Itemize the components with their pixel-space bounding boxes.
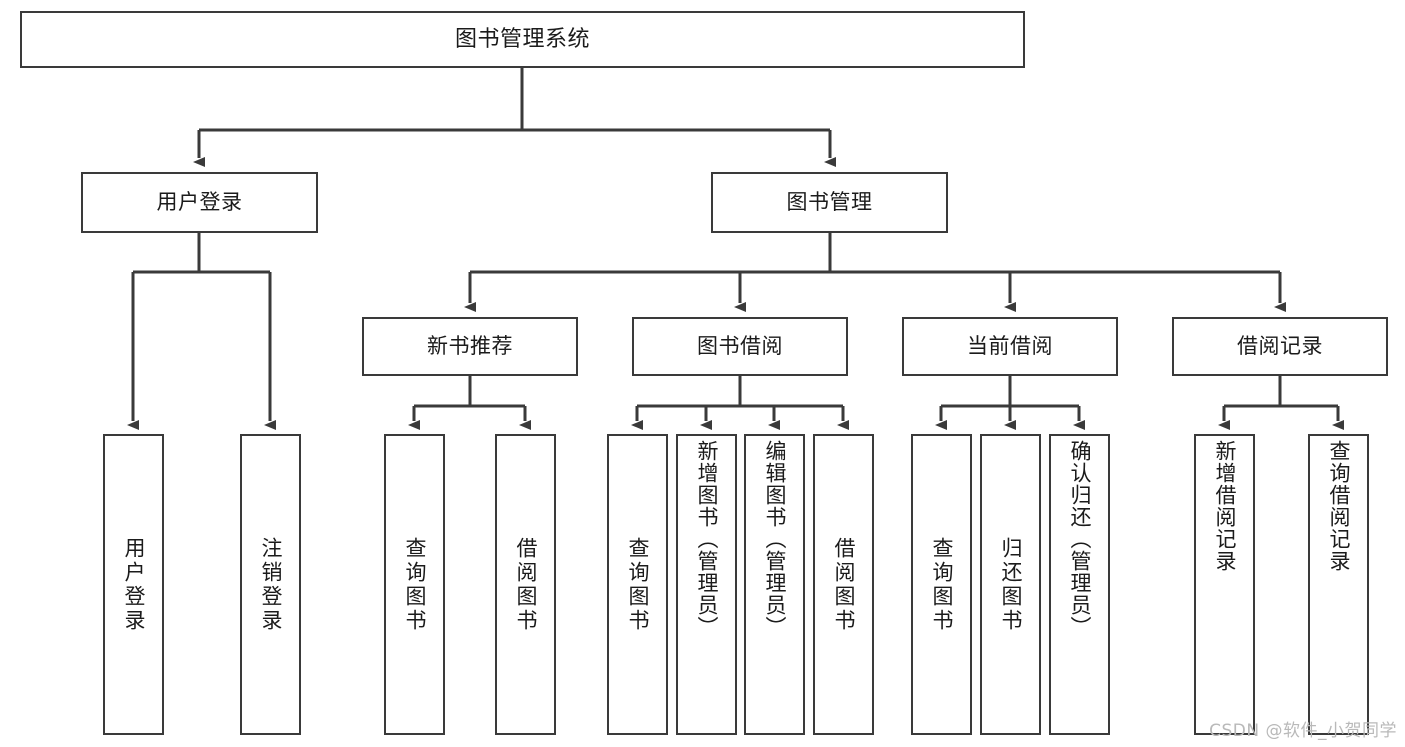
node-label: 当前借阅 <box>967 334 1053 359</box>
node-label: 编辑图书（管理员） <box>763 440 787 638</box>
node-label: 新增图书（管理员） <box>695 440 719 638</box>
node-label: 新书推荐 <box>427 334 513 359</box>
leaf-currentborrow-confirm-return-admin[interactable]: 确认归还（管理员） <box>1049 434 1110 735</box>
node-label: 图书借阅 <box>697 334 783 359</box>
watermark: CSDN @软件_小贺同学 <box>1209 721 1397 741</box>
node-borrow-record[interactable]: 借阅记录 <box>1172 317 1388 376</box>
node-label: 确认归还（管理员） <box>1068 440 1092 638</box>
node-label: 注销登录 <box>259 536 283 633</box>
node-label: 查询借阅记录 <box>1327 440 1351 572</box>
node-label: 查询图书 <box>626 536 650 633</box>
leaf-currentborrow-return-book[interactable]: 归还图书 <box>980 434 1041 735</box>
node-label: 借阅记录 <box>1237 334 1323 359</box>
node-label: 借阅图书 <box>832 536 856 633</box>
node-label: 归还图书 <box>999 536 1023 633</box>
node-book-borrow[interactable]: 图书借阅 <box>632 317 848 376</box>
node-book-management[interactable]: 图书管理 <box>711 172 948 233</box>
leaf-newbook-query-book[interactable]: 查询图书 <box>384 434 445 735</box>
leaf-newbook-borrow-book[interactable]: 借阅图书 <box>495 434 556 735</box>
leaf-bookborrow-edit-book-admin[interactable]: 编辑图书（管理员） <box>744 434 805 735</box>
node-label: 用户登录 <box>122 536 146 633</box>
node-label: 图书管理系统 <box>454 26 590 52</box>
node-label: 借阅图书 <box>514 536 538 633</box>
node-label: 查询图书 <box>930 536 954 633</box>
leaf-bookborrow-query-book[interactable]: 查询图书 <box>607 434 668 735</box>
node-user-login[interactable]: 用户登录 <box>81 172 318 233</box>
node-root-system[interactable]: 图书管理系统 <box>20 11 1025 68</box>
node-new-book-recommend[interactable]: 新书推荐 <box>362 317 578 376</box>
leaf-bookborrow-add-book-admin[interactable]: 新增图书（管理员） <box>676 434 737 735</box>
node-label: 查询图书 <box>403 536 427 633</box>
node-label: 新增借阅记录 <box>1213 440 1237 572</box>
leaf-bookborrow-borrow-book[interactable]: 借阅图书 <box>813 434 874 735</box>
node-label: 用户登录 <box>156 190 243 215</box>
leaf-borrowrecord-query-record[interactable]: 查询借阅记录 <box>1308 434 1369 735</box>
node-current-borrow[interactable]: 当前借阅 <box>902 317 1118 376</box>
leaf-user-login[interactable]: 用户登录 <box>103 434 164 735</box>
leaf-borrowrecord-add-record[interactable]: 新增借阅记录 <box>1194 434 1255 735</box>
leaf-currentborrow-query-book[interactable]: 查询图书 <box>911 434 972 735</box>
node-label: 图书管理 <box>786 190 873 215</box>
leaf-logout[interactable]: 注销登录 <box>240 434 301 735</box>
